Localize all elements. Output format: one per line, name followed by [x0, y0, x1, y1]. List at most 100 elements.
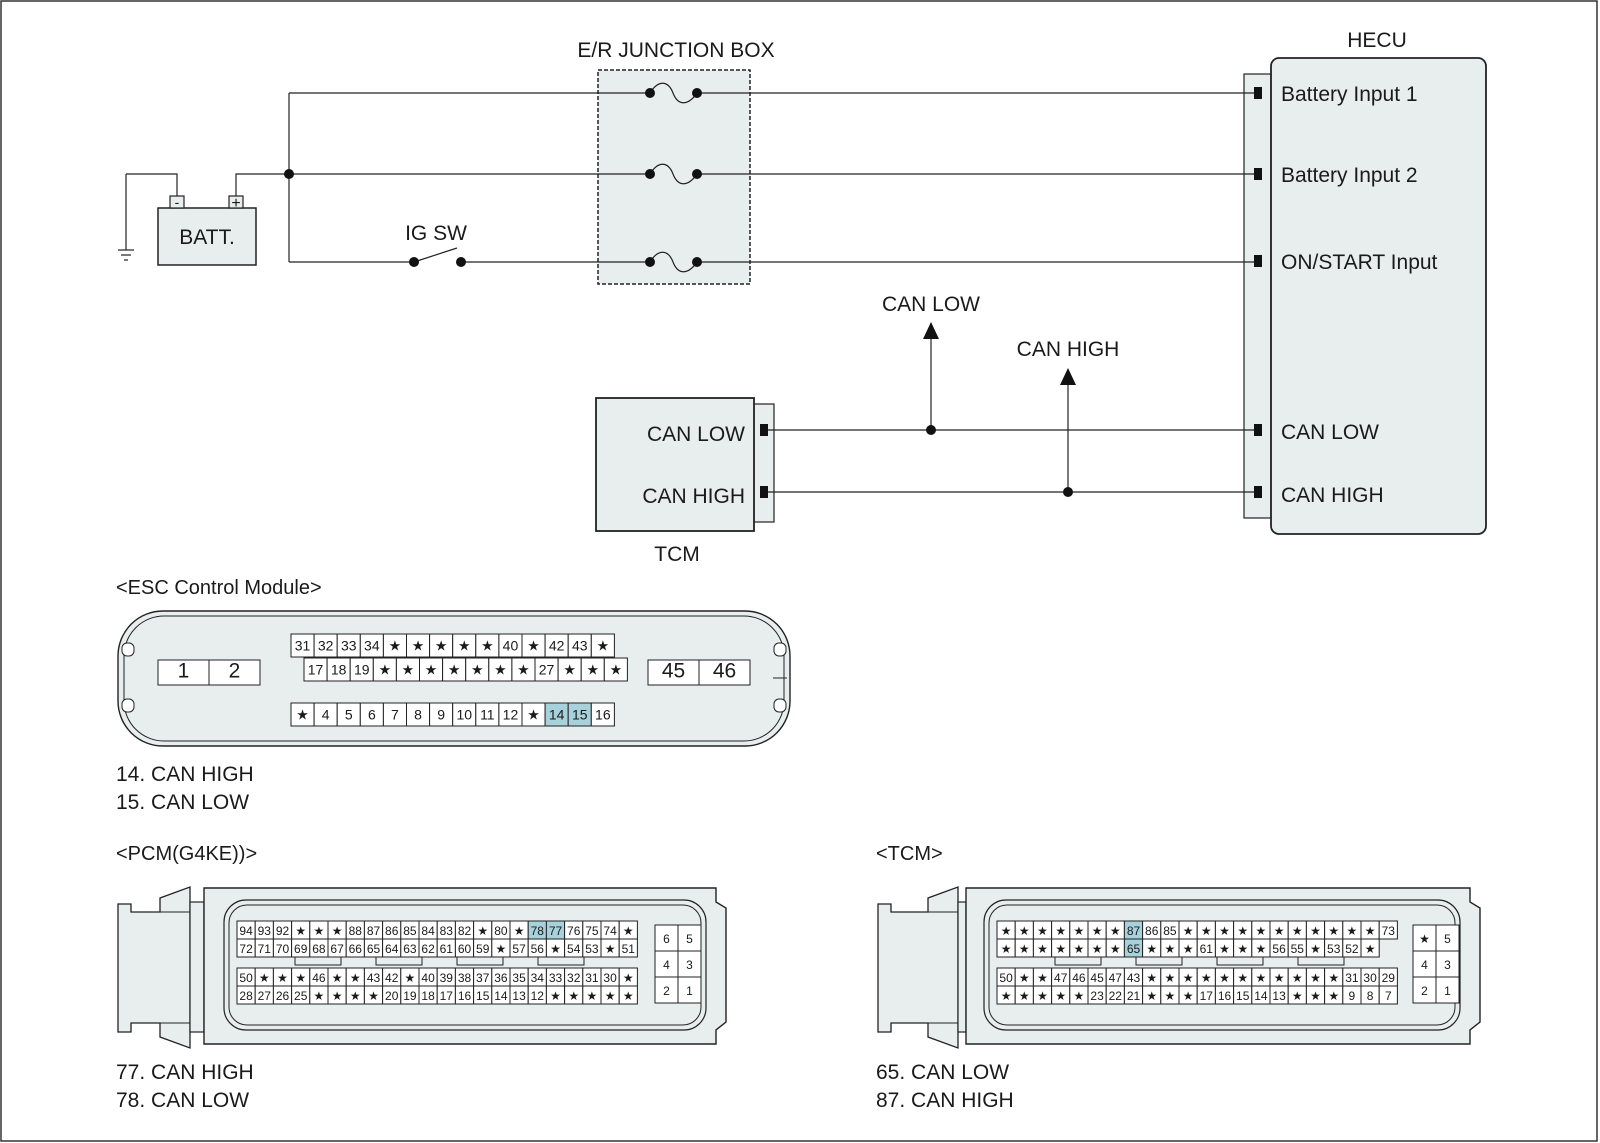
pin-label: ★	[550, 989, 561, 1003]
pin-label: 40	[503, 638, 519, 654]
pin-label: ★	[1310, 942, 1321, 956]
pin-label: ★	[517, 662, 530, 678]
tcm-connector-shell	[751, 403, 775, 523]
pin-label: 61	[440, 942, 454, 956]
pin-label: ★	[412, 638, 425, 654]
pin-label: 1	[178, 660, 190, 683]
pin-label: 70	[276, 942, 290, 956]
battery: - + BATT.	[157, 194, 257, 266]
pin-label: ★	[1019, 924, 1030, 938]
pin-label: 10	[456, 707, 472, 723]
pin-label: 42	[385, 971, 399, 985]
pin-label: 46	[1072, 971, 1086, 985]
pin-label: 80	[494, 924, 508, 938]
hecu-body	[1270, 57, 1487, 535]
pin-label: ★	[405, 971, 416, 985]
pin-label: 15	[1236, 989, 1250, 1003]
hecu-title: HECU	[1347, 29, 1407, 52]
pin-label: ★	[295, 971, 306, 985]
pin-label: 27	[258, 989, 272, 1003]
pin-label: ★	[1256, 942, 1267, 956]
pin-label: ★	[527, 638, 540, 654]
pin-label: ★	[1165, 942, 1176, 956]
pin-label: ★	[1055, 942, 1066, 956]
pin-label: 12	[503, 707, 519, 723]
pin-cell	[1378, 920, 1398, 940]
tcm-legend-2: 87. CAN HIGH	[876, 1089, 1014, 1112]
arrow-up-icon	[923, 322, 939, 339]
splice-dot	[1063, 487, 1073, 497]
ig-switch-label: IG SW	[405, 222, 467, 245]
esc-latch	[121, 698, 135, 713]
pin-label: ★	[550, 942, 561, 956]
pin-label: 39	[440, 971, 454, 985]
pin-label: ★	[425, 662, 438, 678]
pin-label: 9	[1349, 989, 1356, 1003]
pin-label: 12	[531, 989, 545, 1003]
battery-neg-sign: -	[175, 194, 180, 210]
pin-cell	[618, 938, 638, 958]
pin-label: 20	[385, 989, 399, 1003]
pcm-plug-latch	[117, 886, 191, 1049]
pin-label: 53	[1327, 942, 1341, 956]
pin-label: 15	[572, 707, 588, 723]
hecu-terminal	[1254, 87, 1262, 99]
pin-label: 13	[512, 989, 526, 1003]
pin-cell	[618, 985, 638, 1005]
pin-label: ★	[605, 942, 616, 956]
pin-label: 45	[1090, 971, 1104, 985]
pin-label: 35	[512, 971, 526, 985]
pin-label: 21	[1127, 989, 1141, 1003]
pin-label: ★	[1183, 924, 1194, 938]
junction-box-outline	[597, 69, 751, 285]
pin-label: ★	[1292, 971, 1303, 985]
pin-label: ★	[568, 989, 579, 1003]
pin-label: ★	[1037, 924, 1048, 938]
pin-label: 73	[1382, 924, 1396, 938]
esc-legend-1: 14. CAN HIGH	[116, 763, 254, 786]
pcm-key	[294, 956, 342, 966]
hecu-terminal	[1254, 424, 1262, 436]
pin-label: 71	[258, 942, 272, 956]
can-wires	[768, 338, 1254, 493]
esc-latch	[773, 642, 787, 657]
pin-label: 14	[549, 707, 565, 723]
pin-label: 51	[622, 942, 636, 956]
pin-cell	[208, 659, 261, 686]
hecu-pin-can-low: CAN LOW	[1281, 421, 1379, 444]
pin-label: ★	[1219, 942, 1230, 956]
pin-label: ★	[402, 662, 415, 678]
pin-label: ★	[623, 989, 634, 1003]
pin-label: ★	[586, 662, 599, 678]
pin-label: ★	[332, 924, 343, 938]
pin-label: 83	[440, 924, 454, 938]
pin-label: ★	[259, 971, 270, 985]
pin-label: ★	[332, 989, 343, 1003]
pin-label: 87	[367, 924, 381, 938]
tcm-housing	[965, 887, 1481, 1045]
pin-cell	[698, 659, 751, 686]
pin-label: ★	[1074, 989, 1085, 1003]
pin-label: 18	[331, 662, 347, 678]
pin-label: ★	[1183, 989, 1194, 1003]
pcm-legend-1: 77. CAN HIGH	[116, 1061, 254, 1084]
pin-label: ★	[1219, 924, 1230, 938]
pin-label: 64	[385, 942, 399, 956]
pin-label: ★	[295, 924, 306, 938]
pin-label: ★	[494, 662, 507, 678]
pin-label: 38	[458, 971, 472, 985]
pin-label: ★	[277, 971, 288, 985]
esc-title: <ESC Control Module>	[116, 577, 322, 599]
pin-label: 77	[549, 924, 563, 938]
pin-label: 47	[1109, 971, 1123, 985]
pin-label: ★	[1092, 942, 1103, 956]
pin-label: 86	[385, 924, 399, 938]
pin-label: 17	[440, 989, 454, 1003]
pin-label: 75	[585, 924, 599, 938]
pin-label: ★	[1201, 971, 1212, 985]
pin-label: 68	[312, 942, 326, 956]
pin-label: 29	[1382, 971, 1396, 985]
